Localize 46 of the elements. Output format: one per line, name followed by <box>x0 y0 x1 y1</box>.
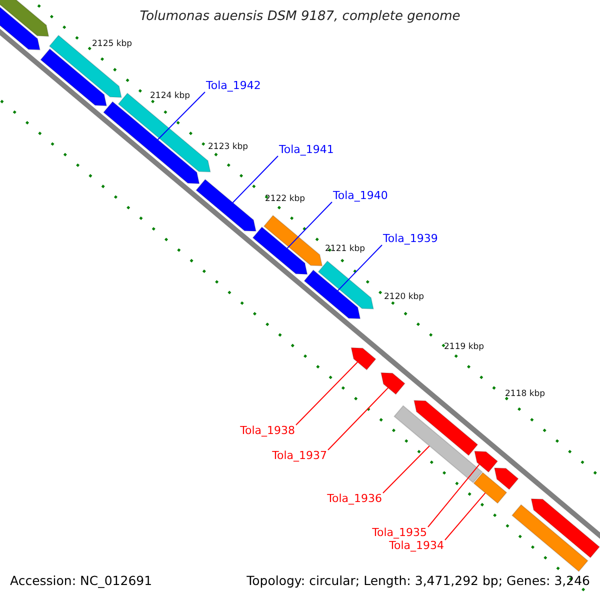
scale-label: 2124 kbp <box>150 92 190 102</box>
leader-line <box>337 244 382 292</box>
scale-label: 2119 kbp <box>444 343 484 352</box>
gene-feature <box>511 504 588 572</box>
scale-label: 2120 kbp <box>384 293 424 302</box>
scale-label: 2118 kbp <box>505 390 546 400</box>
gene-feature <box>473 472 508 504</box>
leader-line <box>328 387 389 450</box>
leader-line <box>444 492 486 540</box>
gene-feature <box>394 405 483 484</box>
footer-text: Topology: circular; Length: 3,471,292 bp; Genes: 3,246 <box>246 574 590 588</box>
gene-feature <box>196 178 257 232</box>
leader-line <box>296 362 358 426</box>
leader-line <box>382 446 430 494</box>
footer-text: Accession: NC_012691 <box>10 574 152 588</box>
gene-feature <box>474 450 498 473</box>
gene-feature <box>494 467 519 490</box>
scale-label: 2121 kbp <box>325 245 366 254</box>
gene-label: Tola_1935 <box>372 527 427 540</box>
leader-line <box>428 464 480 528</box>
scale-label: 2123 kbp <box>208 143 248 152</box>
scale-label: 2125 kbp <box>92 40 132 50</box>
gene-feature <box>40 48 108 106</box>
gene-label: Tola_1941 <box>279 144 334 156</box>
gene-feature <box>0 0 50 37</box>
gene-feature <box>530 498 600 558</box>
gene-label: Tola_1940 <box>333 190 388 202</box>
gene-label: Tola_1934 <box>389 540 444 552</box>
gene-feature <box>252 226 308 275</box>
leader-line <box>157 92 206 140</box>
gene-label: Tola_1942 <box>206 80 261 92</box>
scale-label: 2122 kbp <box>265 195 306 204</box>
gene-feature <box>380 372 406 395</box>
gene-label: Tola_1939 <box>383 233 438 246</box>
leader-line <box>232 156 278 204</box>
gene-label: Tola_1936 <box>327 493 382 506</box>
gene-label: Tola_1938 <box>240 425 295 438</box>
gene-feature <box>350 347 376 370</box>
gene-feature <box>318 260 374 310</box>
leader-line <box>286 202 332 249</box>
gene-label: Tola_1937 <box>272 450 327 462</box>
gene-feature <box>263 214 323 266</box>
title: Tolumonas auensis DSM 9187, complete genome <box>138 10 462 24</box>
gene-feature <box>102 101 200 184</box>
gene-feature <box>413 400 478 456</box>
gene-feature <box>304 269 361 320</box>
